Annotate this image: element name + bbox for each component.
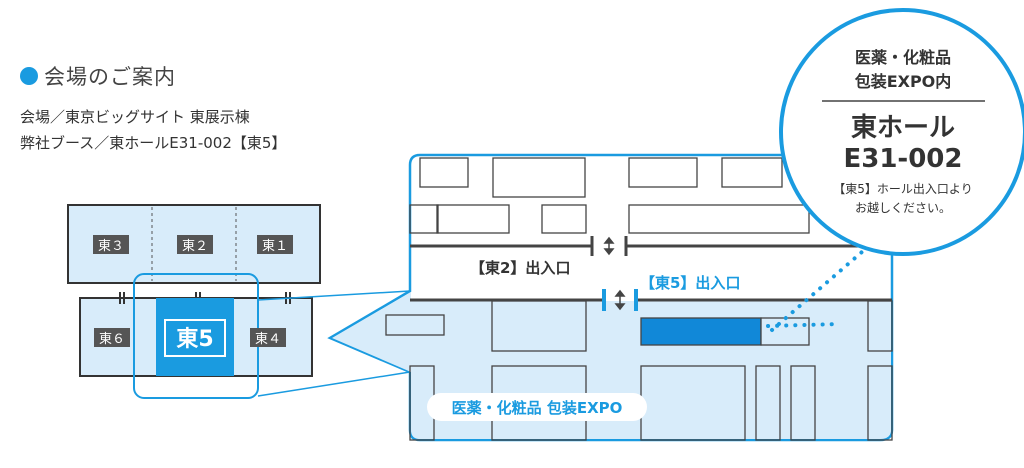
expo-area-label: 医薬・化粧品 包装EXPO	[452, 399, 623, 417]
hall-east5-badge	[164, 319, 226, 357]
zoom-line-bottom	[257, 371, 411, 397]
overview-map: 東5 東３ 東２ 東１ 東６ 東４	[67, 204, 321, 399]
entrance-east5-label: 【東5】出入口	[640, 274, 740, 292]
title-row: 会場のご案内	[20, 62, 350, 90]
detail-map: 【東2】出入口 【東5】出入口 医薬・化粧品 包装EXPO	[327, 153, 894, 442]
hall-east6-label: 東６	[99, 331, 125, 347]
hall-east4-label: 東４	[255, 331, 281, 347]
entrance-east2-label: 【東2】出入口	[470, 259, 570, 277]
hall-east3-label: 東３	[98, 238, 124, 254]
booth-line: 弊社ブース／東ホールE31-002【東5】	[20, 134, 287, 152]
venue-info: 会場のご案内 会場／東京ビッグサイト 東展示棟 弊社ブース／東ホールE31-00…	[20, 62, 350, 156]
callout-booth-hall: 東ホール	[851, 113, 955, 143]
booth-e31-002	[640, 317, 762, 346]
hall-east1-label: 東１	[262, 238, 288, 254]
up-down-arrow-icon	[603, 236, 615, 256]
venue-line: 会場／東京ビッグサイト 東展示棟	[20, 108, 250, 126]
callout-guide-line2: お越しください。	[855, 201, 951, 215]
zoom-line-top	[257, 290, 411, 301]
callout-booth-number: E31-002	[843, 144, 962, 174]
venue-title: 会場のご案内	[44, 65, 176, 89]
hall-east5-label: 東5	[176, 327, 213, 352]
callout-expo-line2: 包装EXPO内	[855, 72, 952, 91]
up-down-arrow-icon	[614, 289, 626, 311]
hall-east2-label: 東２	[182, 238, 208, 254]
pointer-line	[770, 230, 887, 332]
pointer-line-short	[766, 322, 842, 328]
callout-expo-line1: 医薬・化粧品	[855, 48, 951, 67]
booth-callout: 医薬・化粧品 包装EXPO内 東ホール E31-002 【東5】ホール出入口より…	[779, 8, 1024, 256]
callout-guide-line1: 【東5】ホール出入口より	[833, 182, 972, 196]
bullet-dot-icon	[20, 67, 38, 85]
